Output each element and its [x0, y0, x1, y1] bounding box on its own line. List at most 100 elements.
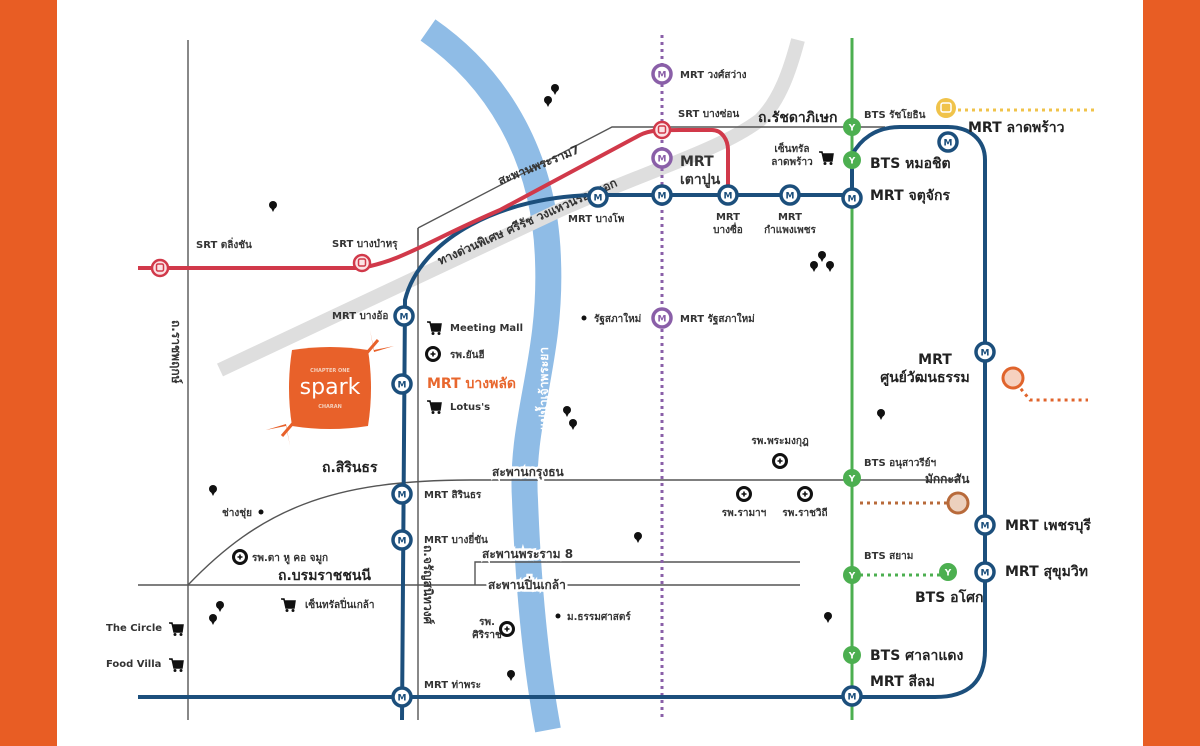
hospital-icon: [499, 621, 515, 637]
dot-icon: [581, 315, 587, 321]
mrt-icon[interactable]: [974, 514, 996, 536]
station-mrt-bang-sue-2: บางซื่อ: [713, 222, 743, 236]
station-mrt-lat-phrao: MRT ลาดพร้าว: [968, 120, 1065, 136]
station-mrt-tao-poon-1: MRT: [680, 154, 714, 170]
mrt-icon[interactable]: [391, 686, 413, 708]
station-mrt-kamphaeng-phet-1: MRT: [778, 212, 802, 223]
bridge-krungthon: สะพานกรุงธน: [492, 465, 565, 480]
station-srt-bang-son: SRT บางซ่อน: [678, 108, 739, 120]
bts-icon[interactable]: [843, 566, 861, 584]
station-mrt-tao-poon-2: เตาปูน: [680, 172, 721, 188]
roads: [138, 40, 960, 720]
bts-icon[interactable]: [843, 646, 861, 664]
project-bottom-text: CHARAN: [318, 404, 342, 410]
station-makkasan: มักกะสัน: [925, 472, 970, 486]
bts-icon[interactable]: [843, 469, 861, 487]
station-mrt-silom: MRT สีลม: [870, 674, 935, 690]
place-the-circle: The Circle: [106, 623, 162, 634]
mrt-icon[interactable]: [974, 561, 996, 583]
chao-phraya-river: [420, 19, 562, 733]
project-marker[interactable]: CHAPTER ONE spark CHARAN: [266, 330, 394, 446]
station-bts-sala-daeng: BTS ศาลาแดง: [870, 648, 963, 664]
station-mrt-cultural-center-1: MRT: [918, 352, 952, 368]
yellow-line-icon[interactable]: [936, 98, 956, 118]
mrt-icon[interactable]: [391, 373, 413, 395]
bts-icon[interactable]: [843, 118, 861, 136]
place-central-ladprao-2: ลาดพร้าว: [771, 156, 813, 168]
mrt-icon[interactable]: [779, 184, 801, 206]
hospital-icon: [232, 549, 248, 565]
river-label: แม่น้ำเจ้าพระยา: [534, 347, 551, 430]
station-mrt-bang-phlat: MRT บางพลัด: [427, 376, 516, 392]
cart-icon: [426, 400, 442, 415]
hospital-icon: [772, 453, 788, 469]
station-bts-siam: BTS สยาม: [864, 551, 913, 562]
place-ratchasapha: รัฐสภาใหม่: [594, 312, 641, 325]
station-mrt-tha-phra: MRT ท่าพระ: [424, 679, 481, 691]
mrt-icon[interactable]: [841, 685, 863, 707]
dot-icon: [555, 613, 561, 619]
srt-icon[interactable]: [150, 258, 170, 278]
mrt-purple-icon[interactable]: [651, 307, 673, 329]
mrt-blue-line: [138, 125, 987, 721]
bts-icon[interactable]: [843, 151, 861, 169]
bts-icon[interactable]: [939, 563, 957, 581]
mrt-icon[interactable]: [391, 529, 413, 551]
place-yanhee: รพ.ยันฮี: [450, 349, 485, 361]
place-central-pinklao: เซ็นทรัลปิ่นเกล้า: [305, 597, 375, 611]
place-rajavithi: รพ.ราชวิถี: [782, 507, 827, 519]
place-siriraj-1: รพ.: [479, 617, 495, 628]
place-phramongkut: รพ.พระมงกุฎ: [751, 436, 809, 447]
place-lotus: Lotus's: [450, 402, 490, 413]
station-bts-ha-yaek: BTS รัชโยธิน: [864, 108, 926, 121]
mrt-icon[interactable]: [651, 184, 673, 206]
place-food-villa: Food Villa: [106, 659, 161, 670]
expressway: [217, 38, 805, 377]
road-charansanitwong: ถ.จรัญสนิทวงศ์: [421, 545, 435, 625]
place-meeting-mall: Meeting Mall: [450, 323, 523, 334]
mrt-icon[interactable]: [937, 131, 959, 153]
project-top-text: CHAPTER ONE: [310, 368, 350, 374]
place-chang-chui: ช่างชุ่ย: [222, 507, 252, 519]
station-mrt-bang-o: MRT บางอ้อ: [332, 310, 388, 322]
road-borommaratchachonnani: ถ.บรมราชชนนี: [278, 568, 371, 584]
station-mrt-sukhumvit: MRT สุขุมวิท: [1005, 564, 1088, 580]
road-sirindhorn: ถ.สิรินธร: [322, 460, 378, 476]
station-mrt-wong-sawang: MRT วงศ์สว่าง: [680, 69, 747, 81]
hospital-icon: [797, 486, 813, 502]
cart-icon: [168, 658, 184, 673]
srt-icon[interactable]: [352, 253, 372, 273]
station-mrt-bang-yi-khan: MRT บางยี่ขัน: [424, 532, 488, 546]
station-mrt-sirindhorn: MRT สิรินธร: [424, 489, 482, 501]
cart-icon: [426, 321, 442, 336]
mrt-icon[interactable]: [391, 483, 413, 505]
srt-icon[interactable]: [652, 120, 672, 140]
station-bts-victory: BTS อนุสาวรีย์ฯ: [864, 457, 937, 469]
road-ratchaphruek: ถ.ราชพฤกษ์: [169, 320, 183, 384]
place-ramathibodi: รพ.รามาฯ: [722, 508, 767, 519]
mrt-purple-icon[interactable]: [651, 147, 673, 169]
place-thammasat: ม.ธรรมศาสตร์: [567, 611, 631, 623]
cart-icon: [168, 622, 184, 637]
mrt-icon[interactable]: [717, 184, 739, 206]
mrt-icon[interactable]: [841, 187, 863, 209]
srt-red-line: [138, 128, 730, 270]
airport-link-icon[interactable]: [946, 491, 970, 515]
station-mrt-bang-pho: MRT บางโพ: [568, 212, 625, 225]
map-frame: [57, 0, 1143, 746]
dot-icon: [258, 509, 264, 515]
orange-line-icon[interactable]: [1001, 366, 1025, 390]
road-ratchadaphisek: ถ.รัชดาภิเษก: [758, 110, 838, 126]
station-bts-mo-chit: BTS หมอชิต: [870, 156, 951, 172]
mrt-icon[interactable]: [974, 341, 996, 363]
mrt-icon[interactable]: [587, 186, 609, 208]
mrt-purple-icon[interactable]: [651, 63, 673, 85]
bridge-pinklao: สะพานปิ่นเกล้า: [488, 576, 566, 592]
station-mrt-ratchasapha: MRT รัฐสภาใหม่: [680, 312, 755, 325]
station-mrt-bang-sue-1: MRT: [716, 212, 740, 223]
mrt-icon[interactable]: [393, 305, 415, 327]
hospital-icon: [425, 346, 441, 362]
station-srt-bang-bamru: SRT บางบำหรุ: [332, 238, 398, 250]
station-mrt-kamphaeng-phet-2: กำแพงเพชร: [764, 224, 816, 236]
